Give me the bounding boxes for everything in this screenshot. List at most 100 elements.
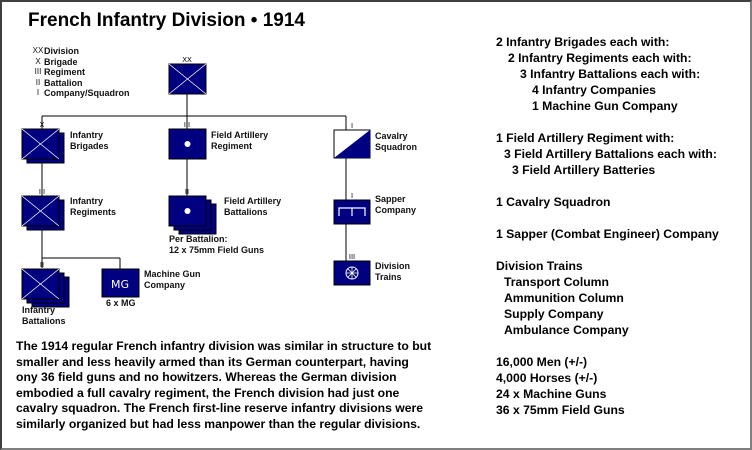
machine-gun-note: 6 x MG: [106, 298, 136, 308]
label-line: Infantry: [70, 130, 104, 140]
description-line: cavalry squadron. The French first-line …: [16, 401, 424, 416]
note-line: Per Battalion:: [169, 234, 228, 244]
infantry-battalions-symbol: II: [21, 261, 70, 308]
summary-line: 1 Machine Gun Company: [532, 99, 678, 113]
summary-line: 16,000 Men (+/-): [496, 355, 588, 369]
summary-spacer: [496, 242, 719, 258]
size-marker: II: [40, 261, 44, 269]
label-line: Infantry: [22, 305, 56, 315]
summary-line: 3 Infantry Battalions each with:: [520, 67, 701, 81]
wheel-spokes-icon: [346, 267, 358, 279]
description-line: ony 36 field guns and no howitzers. Wher…: [16, 370, 397, 385]
legend-label: Company/Squadron: [44, 88, 130, 98]
page-title: French Infantry Division • 1914: [28, 10, 305, 31]
label-line: Battalions: [224, 207, 268, 217]
summary-line: Transport Column: [504, 275, 609, 289]
artillery-dot-icon: [184, 208, 191, 214]
note-line: 12 x 75mm Field Guns: [169, 245, 265, 255]
legend-label: Brigade: [44, 56, 78, 67]
legend-symbol: X: [35, 56, 41, 66]
cavalry-slash-icon: [334, 130, 370, 158]
infantry-regiments-symbol: III: [21, 188, 65, 231]
infantry-cross-icon: [21, 128, 60, 160]
label-line: Regiment: [211, 141, 253, 151]
cavalry-squadron-symbol: I: [333, 122, 371, 159]
field-artillery-battalions-symbol: II: [168, 188, 217, 235]
label-line: Company: [375, 205, 417, 215]
summary-line: 4 Infantry Companies: [532, 83, 656, 97]
summary-line: Ambulance Company: [504, 323, 629, 337]
size-marker: II: [185, 188, 189, 196]
connector-lines: [41, 94, 347, 271]
size-marker: III: [184, 121, 190, 129]
engineer-icon: [338, 207, 366, 216]
label-line: Field Artillery: [224, 196, 282, 206]
label-line: Machine Gun: [144, 269, 201, 279]
machine-gun-company-symbol: I MG: [101, 262, 140, 298]
division-symbol: XX: [168, 56, 207, 95]
summary-line: 1 Sapper (Combat Engineer) Company: [496, 227, 719, 241]
summary-line: Supply Company: [504, 307, 604, 321]
description-line: The 1914 regular French infantry divisio…: [16, 339, 432, 353]
summary-line: Ammunition Column: [504, 291, 624, 305]
summary-line: 1 Cavalry Squadron: [496, 195, 611, 209]
field-artillery-regiment-symbol: III: [168, 121, 207, 160]
description-line: smaller and less heavily armed than its …: [16, 354, 409, 369]
size-marker: III: [39, 188, 45, 196]
size-marker: I: [351, 122, 353, 130]
summary-line: 1 Field Artillery Regiment with:: [496, 131, 675, 145]
artillery-dot-icon: [184, 141, 191, 147]
label-line: Squadron: [375, 142, 417, 152]
summary-line: Division Trains: [496, 259, 583, 273]
label-line: Regiments: [70, 207, 117, 217]
label-line: Sapper: [375, 194, 406, 204]
summary-line: 2 Infantry Brigades each with:: [496, 35, 670, 49]
legend-symbol: II: [35, 77, 41, 87]
label-line: Field Artillery: [211, 130, 269, 140]
summary-spacer: [496, 210, 719, 226]
size-marker: III: [349, 253, 355, 261]
unit-frame: [101, 268, 140, 298]
description-line: similarly organized but had less manpowe…: [16, 416, 421, 431]
summary-line: 36 x 75mm Field Guns: [496, 403, 625, 417]
summary-spacer: [496, 338, 719, 354]
label-line: Company: [144, 280, 186, 290]
label-line: Battalions: [22, 316, 66, 326]
infantry-brigades-symbol: X: [21, 121, 65, 164]
division-trains-symbol: III: [333, 253, 371, 286]
summary-line: 4,000 Horses (+/-): [496, 371, 598, 385]
size-marker: X: [40, 121, 45, 129]
summary-line: 2 Infantry Regiments each with:: [508, 51, 692, 65]
size-marker: I: [119, 262, 121, 270]
label-line: Infantry: [70, 196, 104, 206]
size-marker: XX: [182, 56, 192, 64]
mg-label: MG: [111, 278, 129, 291]
size-marker: I: [351, 192, 353, 200]
description-line: embodied a full cavalry regiment, the Fr…: [16, 385, 400, 400]
field-artillery-battalions-note: Per Battalion:12 x 75mm Field Guns: [169, 234, 264, 256]
label-line: Brigades: [70, 141, 109, 151]
sapper-company-symbol: I: [333, 192, 371, 225]
summary-line: 3 Field Artillery Batteries: [512, 163, 656, 177]
description-paragraph: The 1914 regular French infantry divisio…: [16, 339, 484, 433]
infantry-cross-icon: [168, 63, 207, 95]
summary-line: 24 x Machine Guns: [496, 387, 607, 401]
legend-label: Battalion: [44, 77, 83, 88]
legend-label: Regiment: [44, 67, 86, 77]
infantry-cross-icon: [21, 268, 60, 300]
summary-line: 3 Field Artillery Battalions each with:: [504, 147, 717, 161]
